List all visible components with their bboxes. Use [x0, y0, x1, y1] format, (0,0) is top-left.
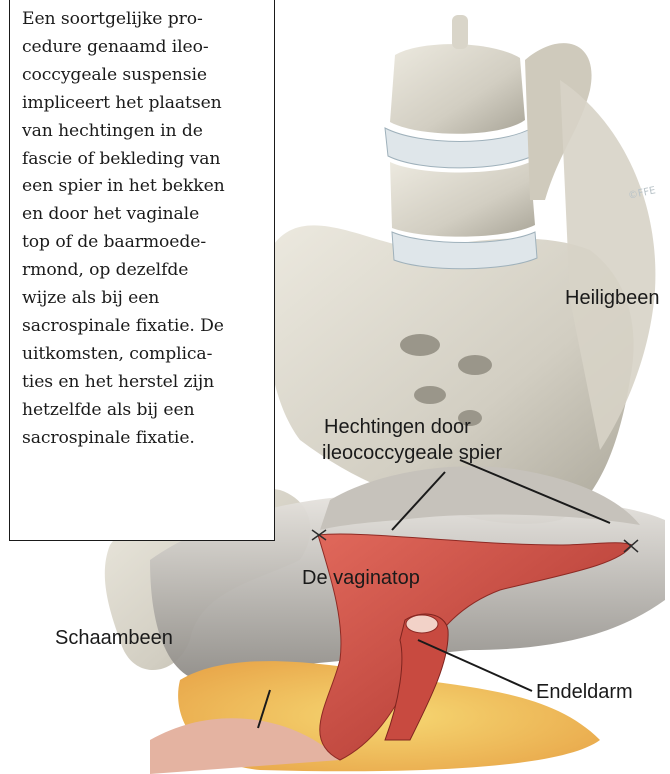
- label-heiligbeen: Heiligbeen: [565, 286, 660, 310]
- intervertebral-disc: [385, 128, 535, 168]
- description-line: top of de baarmoede-: [22, 229, 264, 257]
- sacral-foramen: [414, 386, 446, 404]
- label-endeldarm: Endeldarm: [536, 680, 633, 704]
- description-textbox: Een soortgelijke pro- cedure genaamd ile…: [9, 0, 275, 541]
- description-line: coccygeale suspensie: [22, 62, 264, 90]
- sacral-foramen: [400, 334, 440, 356]
- description-line: hetzelfde als bij een: [22, 397, 264, 425]
- description-line: rmond, op dezelfde: [22, 257, 264, 285]
- description-line: impliceert het plaatsen: [22, 90, 264, 118]
- description-line: Een soortgelijke pro-: [22, 6, 264, 34]
- intervertebral-disc: [392, 232, 537, 269]
- description-line: sacrospinale fixatie.: [22, 425, 264, 453]
- label-hechtingen-line2: ileococcygeale spier: [322, 441, 502, 465]
- rectum-lumen: [406, 615, 438, 633]
- vertebra-body: [390, 44, 525, 134]
- description-line: fascie of bekleding van: [22, 146, 264, 174]
- description-line: uitkomsten, complica-: [22, 341, 264, 369]
- sacral-foramen: [458, 355, 492, 375]
- description-line: ties en het herstel zijn: [22, 369, 264, 397]
- spinous-process: [452, 15, 468, 49]
- description-line: wijze als bij een: [22, 285, 264, 313]
- description-line: en door het vaginale: [22, 201, 264, 229]
- description-line: een spier in het bekken: [22, 173, 264, 201]
- description-line: van hechtingen in de: [22, 118, 264, 146]
- label-schaambeen: Schaambeen: [55, 626, 173, 650]
- label-vaginatop: De vaginatop: [302, 566, 420, 590]
- label-hechtingen-line1: Hechtingen door: [324, 415, 471, 439]
- description-line: cedure genaamd ileo-: [22, 34, 264, 62]
- vertebra-body: [390, 162, 535, 237]
- description-line: sacrospinale fixatie. De: [22, 313, 264, 341]
